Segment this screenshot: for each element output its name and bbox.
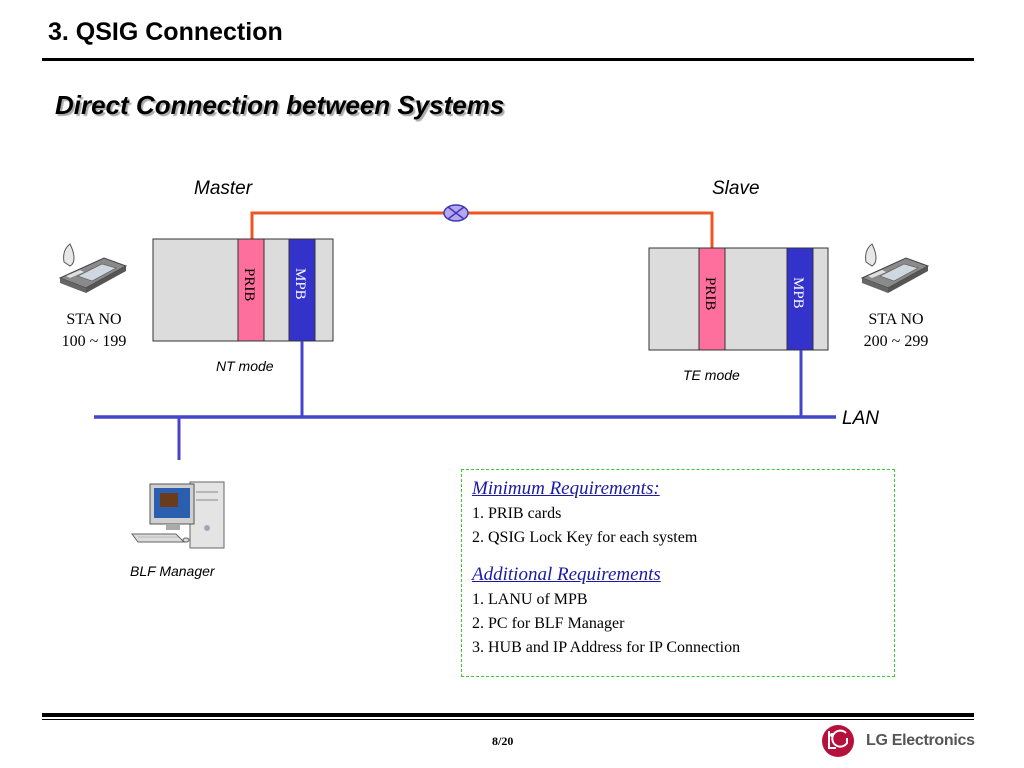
master-mode-label: NT mode [216, 358, 274, 374]
slave-mode-label: TE mode [683, 367, 740, 383]
master-sta-line1: STA NO [66, 311, 121, 328]
lan-label: LAN [842, 408, 879, 429]
title-divider [42, 58, 974, 61]
qsig-link-line [250, 211, 714, 248]
slave-prib-card [698, 247, 726, 351]
requirement-item: 3. HUB and IP Address for IP Connection [472, 639, 741, 656]
requirement-item: 2. PC for BLF Manager [472, 615, 625, 632]
master-prib-card [237, 238, 265, 342]
minimum-requirements-colon: : [653, 478, 660, 499]
master-label: Master [194, 178, 253, 199]
master-sta-line2: 100 ~ 199 [62, 333, 127, 350]
master-mpb-label: MPB [292, 268, 308, 300]
footer-divider-thin [42, 719, 974, 720]
requirement-item: 1. PRIB cards [472, 505, 562, 522]
qsig-connector-icon [443, 204, 469, 222]
lg-logo-icon [822, 725, 854, 757]
requirements-box: Minimum Requirements: 1. PRIB cards 2. Q… [461, 469, 895, 677]
slave-label: Slave [712, 178, 760, 199]
slave-sta-line1: STA NO [868, 311, 923, 328]
blf-manager-pc-icon [131, 481, 225, 549]
slave-sta-line2: 200 ~ 299 [864, 333, 929, 350]
slave-system: PRIB MPB [648, 247, 829, 351]
additional-requirements-heading: Additional Requirements [472, 564, 661, 585]
master-mpb-card [288, 238, 316, 342]
page-title: 3. QSIG Connection [48, 18, 283, 46]
master-prib-label: PRIB [241, 268, 257, 301]
footer-divider [42, 713, 974, 717]
slave-phone-icon [860, 243, 930, 293]
slave-prib-label: PRIB [702, 277, 718, 310]
slave-mpb-card [786, 247, 814, 351]
page-number: 8/20 [492, 734, 514, 748]
requirement-item: 2. QSIG Lock Key for each system [472, 529, 698, 546]
master-system: PRIB MPB [152, 238, 334, 342]
page-subtitle: Direct Connection between Systems [55, 90, 505, 120]
requirement-item: 1. LANU of MPB [472, 591, 588, 608]
minimum-requirements-heading: Minimum Requirements: [472, 476, 894, 502]
master-phone-icon [58, 243, 128, 293]
slave-mpb-label: MPB [790, 277, 806, 309]
brand-name: LG Electronics [866, 732, 975, 749]
minimum-requirements-title: Minimum Requirements [472, 478, 654, 499]
blf-manager-label: BLF Manager [130, 563, 216, 579]
